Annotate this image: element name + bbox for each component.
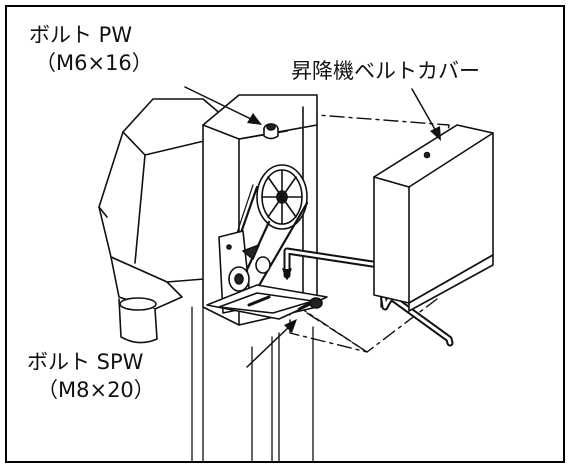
diagram-frame: ボルト PW （M6×16） 昇降機ベルトカバー ボルト SPW （M8×20） [5, 5, 565, 463]
bolt-spw-label: ボルト SPW [27, 350, 144, 374]
pulley-belt [224, 164, 309, 291]
bent-bar [282, 247, 454, 347]
bolt-pw-label: ボルト PW [29, 23, 133, 47]
belt-cover [373, 124, 494, 312]
leader-lines [184, 86, 441, 368]
base-plate [206, 284, 328, 320]
bolt-spw-spec-label: （M8×20） [37, 378, 155, 402]
bolt-spw [297, 297, 323, 311]
bolt-pw-spec-label: （M6×16） [35, 51, 153, 75]
motor-bracket [218, 230, 271, 314]
machine-illustration [98, 86, 494, 461]
bolt-pw [263, 123, 279, 140]
belt-cover-label: 昇降機ベルトカバー [291, 59, 480, 83]
